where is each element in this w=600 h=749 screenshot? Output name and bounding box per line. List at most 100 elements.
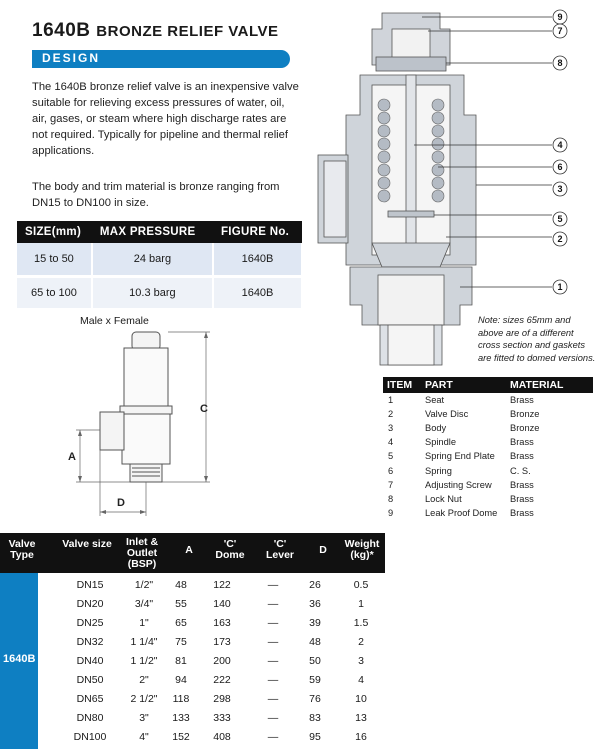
callout-3: 3 [557,184,562,194]
spec-cell: 15 to 50 [17,243,93,278]
dim-a: 48 [175,579,187,591]
dim-weight: 10 [355,693,367,705]
dim-c-lever: — [267,712,279,724]
part-name: Body [425,422,447,433]
section-banner: DESIGN [32,50,290,68]
dim-d-label: D [117,497,125,509]
part-item: 7 [388,479,394,490]
dim-d: 50 [309,655,321,667]
dim-inlet: 3" [139,712,149,724]
dim-size: DN15 [76,579,104,591]
parts-header-item: ITEM [383,377,421,393]
dim-weight: 1 [358,598,364,610]
dim-c-dome: 163 [213,617,231,629]
dim-d: 39 [309,617,321,629]
header-inlet-outlet: Inlet & Outlet (BSP) [125,536,159,570]
dim-d: 76 [309,693,321,705]
part-material: Brass [510,493,534,504]
header-a: A [185,544,193,556]
dim-weight: 0.5 [353,579,369,591]
dim-c-dome: 122 [213,579,231,591]
part-material: Bronze [510,422,540,433]
header-weight: Weight (kg)* [344,538,380,561]
dim-weight: 13 [355,712,367,724]
dim-size: DN25 [76,617,104,629]
dim-c-lever: — [267,674,279,686]
header-c-dome: 'C' Dome [215,538,245,561]
dim-a: 65 [175,617,187,629]
spec-cell: 24 barg [91,243,214,278]
dim-a: 118 [172,693,190,705]
description-paragraph-1: The 1640B bronze relief valve is an inex… [32,81,299,157]
part-material: Brass [510,394,534,405]
dim-inlet: 4" [139,731,149,743]
part-name: Valve Disc [425,408,469,419]
dim-a: 94 [175,674,187,686]
part-material: Bronze [510,408,540,419]
parts-table-header: ITEM PART MATERIAL [383,377,593,393]
diagram-caption: Male x Female [80,315,149,327]
dim-size: DN65 [76,693,104,705]
dim-c-dome: 333 [213,712,231,724]
dim-d: 48 [309,636,321,648]
dimensions-table: Valve Type Valve size Inlet & Outlet (BS… [0,533,600,749]
spec-cell: 1640B [212,243,304,278]
dim-c-dome: 200 [213,655,231,667]
dim-size: DN100 [73,731,107,743]
dim-c-lever: — [267,598,279,610]
dim-d: 36 [309,598,321,610]
part-material: C. S. [510,465,531,476]
dim-d: 95 [309,731,321,743]
dim-weight: 1.5 [353,617,369,629]
spec-cell: 10.3 barg [91,276,214,311]
spec-header-pressure: MAX PRESSURE [91,221,213,243]
dim-inlet: 1 1/4" [130,636,158,648]
page-title: 1640B Bronze Relief Valve [32,20,279,42]
dim-inlet: 1/2" [134,579,154,591]
dim-c-lever: — [267,579,279,591]
parts-header-material: MATERIAL [506,377,593,393]
table-row: 3 Body Bronze [383,421,593,435]
dim-inlet: 1 1/2" [130,655,158,667]
outline-drawing: A C D [68,331,210,516]
callout-9: 9 [557,12,562,22]
spec-header-size: SIZE(mm) [17,221,92,243]
part-item: 1 [388,394,394,405]
dim-c-dome: 140 [213,598,231,610]
dim-c-dome: 298 [213,693,231,705]
dim-c-label: C [200,403,208,415]
dim-c-lever: — [267,731,279,743]
header-d: D [319,544,327,556]
dim-weight: 2 [358,636,364,648]
dimensions-header: Valve Type Valve size Inlet & Outlet (BS… [0,533,385,573]
table-row: DN15 1/2" 48 122 — 26 0.5 [38,577,385,594]
part-material: Brass [510,508,534,519]
part-name: Spindle [425,437,457,448]
parts-header-part: PART [421,377,506,393]
callout-8: 8 [557,58,562,68]
dim-size: DN50 [76,674,104,686]
part-item: 3 [388,422,394,433]
dim-inlet: 2 1/2" [130,693,158,705]
dim-c-dome: 173 [213,636,231,648]
dim-c-dome: 222 [213,674,231,686]
callout-7: 7 [557,26,562,36]
section-label: DESIGN [42,51,101,65]
dim-c-lever: — [267,617,279,629]
dim-a: 133 [172,712,190,724]
dim-d: 26 [309,579,321,591]
title-model: 1640B [32,20,91,41]
dim-a: 75 [175,636,187,648]
part-material: Brass [510,437,534,448]
